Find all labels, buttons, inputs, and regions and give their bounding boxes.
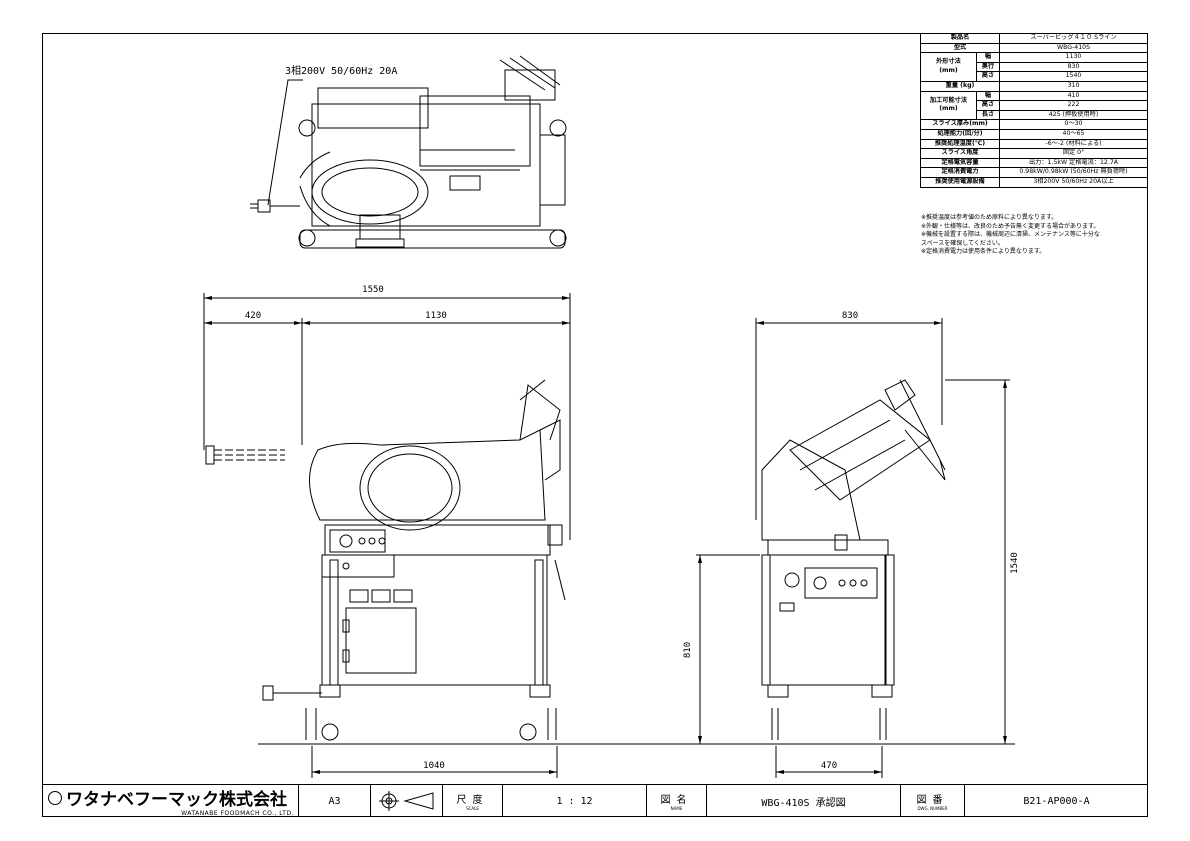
spec-value-w-height: 222 [999,100,1148,111]
spec-value-recommended: 3相200V 50/60Hz 20A以上 [999,176,1148,188]
front-view: 1550 420 1130 [203,285,1015,778]
scale-label: 尺度 [456,795,489,806]
scale-value: 1 : 12 [502,785,646,817]
spec-value-width: 1130 [999,52,1148,63]
spec-value-capacity: 40～65 [999,128,1148,140]
spec-label-w-length: 長さ [975,109,1001,121]
spec-value-model: WBG-410S [999,42,1148,54]
number-label-cell: 図番 DWG. NUMBER [900,785,964,817]
paper-size: A3 [298,785,370,817]
spec-value-w-width: 410 [999,90,1148,102]
spec-label-recommended: 推奨使用電源設備 [919,176,1001,188]
top-view: 3相200V 50/60Hz 20A [250,55,567,249]
spec-value-rated-power: 0.98kW/0.98kW (50/60Hz 無負荷時) [999,167,1148,178]
spec-label-outer-dims: 外形寸法(mm) [920,52,977,82]
spec-label-model: 型式 [919,42,1001,54]
power-leader-line [267,79,303,206]
spec-label-weight: 重量 (kg) [919,80,1001,92]
spec-label-w-height: 高さ [975,100,1001,111]
company-name-en: WATANABE FOODMACH CO., LTD. [181,810,294,817]
dim-label-1550: 1550 [362,285,384,295]
company-cell: ワタナベフーマック株式会社 WATANABE FOODMACH CO., LTD… [42,785,298,817]
third-angle-projection-icon [378,791,433,811]
spec-label-rated-power: 定格消費電力 [919,167,1001,178]
dim-label-1540: 1540 [1010,552,1020,574]
drawing-name-sub-label: NAME [670,806,683,811]
name-label-cell: 図名 NAME [646,785,706,817]
spec-value-rated-motor: 出力：1.5kW 定格電流：12.7A [999,157,1148,169]
drawing-frame [42,33,1148,817]
projection-symbol-cell [370,785,442,817]
drawing-number-label: 図番 [916,795,949,806]
spec-value-temp: -6～-2 (材料による) [999,138,1148,150]
note-line: スペースを確保してください。 [921,239,1004,247]
title-block: ワタナベフーマック株式会社 WATANABE FOODMACH CO., LTD… [42,784,1148,817]
spec-value-angle: 固定 0° [999,148,1148,159]
spec-label-capacity: 処理能力(回/分) [919,128,1001,140]
drawing-name-label: 図名 [660,795,693,806]
spec-notes: ※推奨温度は参考値のため原料により異なります。 ※外観・仕様等は、改良のため予告… [921,214,1147,257]
spec-label-slice-thickness: スライス厚み(mm) [919,119,1001,130]
note-line: ※推奨温度は参考値のため原料により異なります。 [921,214,1058,221]
side-view: 830 [683,311,1020,778]
spec-value-depth: 830 [999,61,1148,73]
note-line: ※外観・仕様等は、改良のため予告無く変更する場合があります。 [921,222,1100,230]
dim-label-830: 830 [842,311,858,321]
note-line: ※定格消費電力は使用条件により異なります。 [921,248,1046,255]
dim-label-420: 420 [245,311,261,321]
scale-sub-label: SCALE [466,806,479,811]
spec-label-workable: 加工可能寸法(mm) [920,90,977,121]
dim-label-1130: 1130 [425,311,447,321]
spec-value-w-length: 425 (押板使用時) [999,109,1148,121]
spec-label-depth: 奥行 [975,61,1001,73]
spec-value-height: 1540 [999,71,1148,82]
dim-label-1040: 1040 [423,761,445,771]
drawing-number-sub-label: DWG. NUMBER [917,806,948,811]
spec-value-product-name: スーパービッグ４１０ Sライン [999,33,1148,44]
spec-label-product-name: 製品名 [919,33,1001,44]
spec-label-rated-motor: 定格電気容量 [919,157,1001,169]
spec-label-temp: 推奨処理温度(℃) [919,138,1001,150]
spec-label-w-width: 幅 [975,90,1001,102]
power-label: 3相200V 50/60Hz 20A [285,64,397,77]
drawing-number: B21-AP000-A [964,785,1148,817]
dim-label-470: 470 [821,761,837,771]
spec-value-slice-thickness: 0～30 [999,119,1148,130]
spec-label-height: 高さ [975,71,1001,82]
spec-value-weight: 310 [999,80,1148,92]
dim-label-810: 810 [683,642,693,658]
drawing-name: WBG-410S 承認図 [706,785,900,817]
spec-label-width: 幅 [975,52,1001,63]
note-line: ※機械を設置する際は、機械周辺に清掃、メンテナンス等に十分な [921,231,1100,238]
company-name-jp: ワタナベフーマック株式会社 [66,790,287,810]
spec-label-angle: スライス角度 [919,148,1001,159]
company-logo-icon [48,790,62,805]
scale-label-cell: 尺度 SCALE [442,785,502,817]
